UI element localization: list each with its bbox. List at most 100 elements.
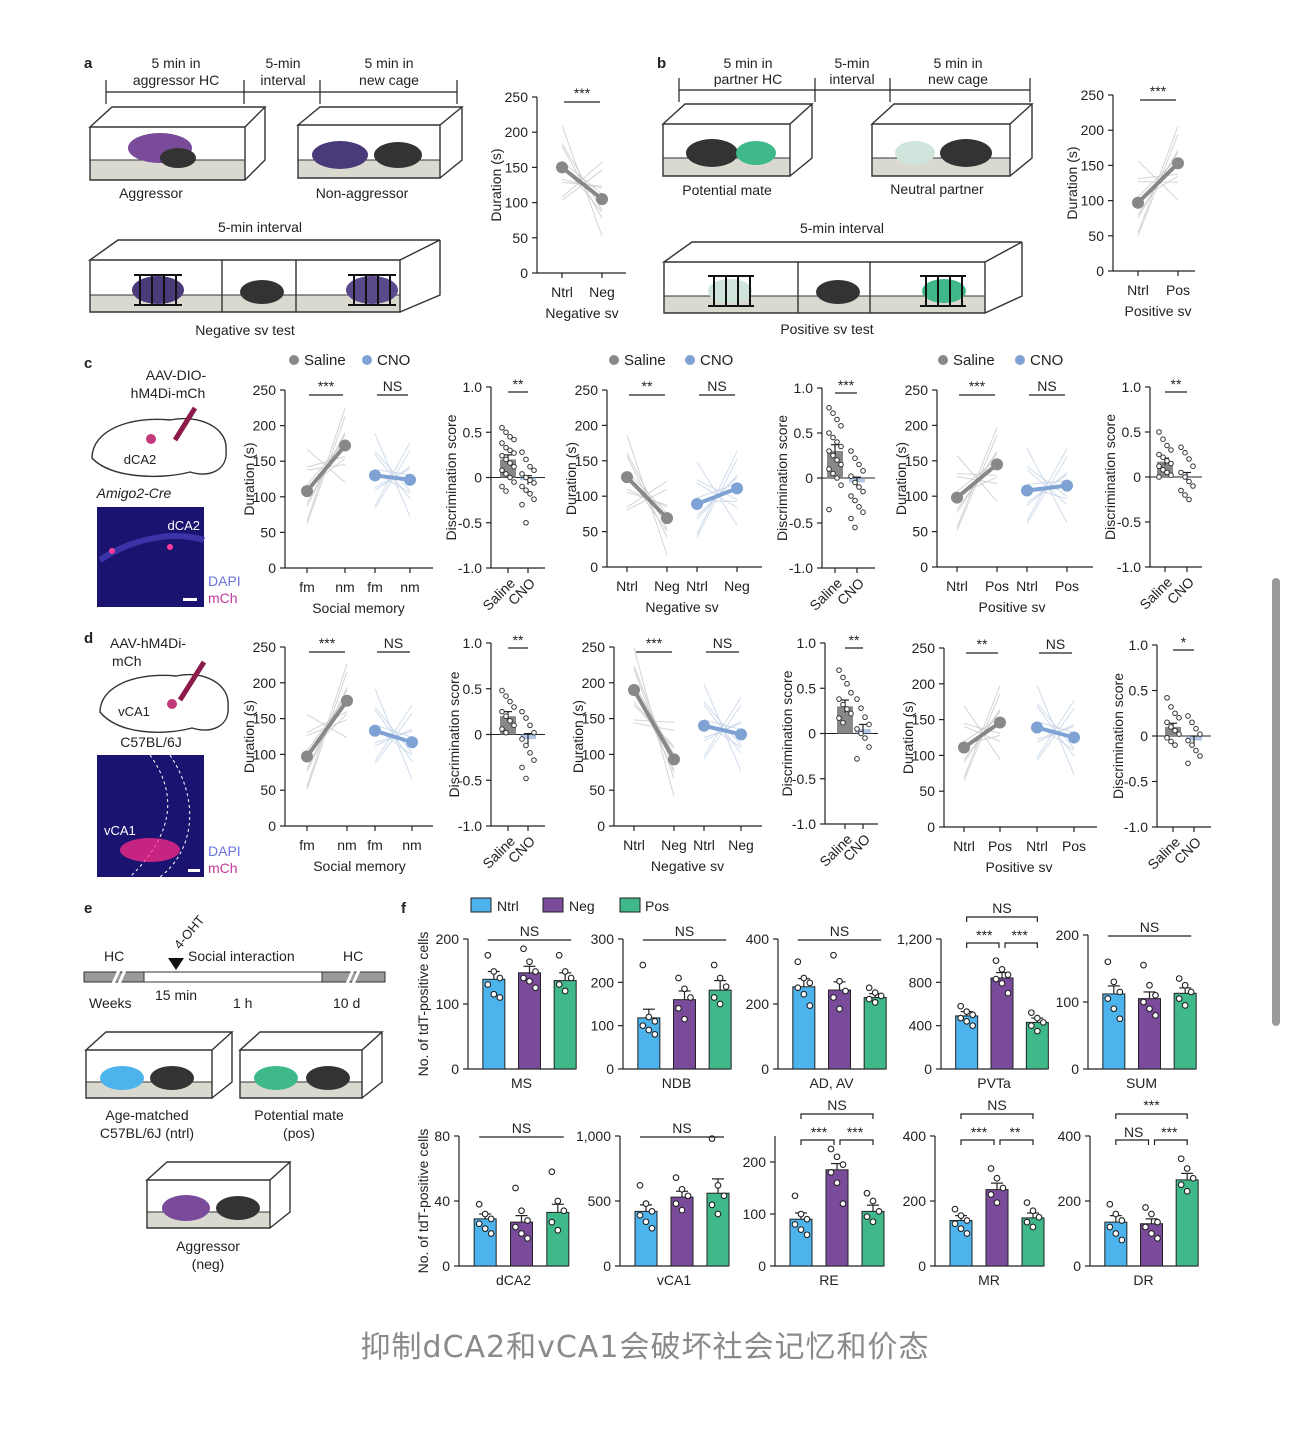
y-tick-label: 1.0 (1129, 637, 1149, 653)
y-tick-label: 200 (912, 676, 936, 692)
legend-label: CNO (700, 352, 733, 369)
series-line (962, 720, 1002, 750)
y-tick-label: 0 (474, 470, 482, 486)
individual-point (1106, 1223, 1114, 1231)
individual-trace (306, 440, 346, 486)
individual-point (969, 1011, 977, 1019)
individual-point (475, 1200, 483, 1208)
individual-point (1172, 727, 1178, 734)
individual-point (507, 698, 513, 705)
significance-bar (1153, 1139, 1188, 1145)
timeline-label: Weeks (89, 995, 132, 1011)
individual-point (642, 1218, 650, 1226)
region-label: NDB (662, 1075, 692, 1091)
test-label: Negative sv test (195, 322, 295, 338)
individual-point (875, 1208, 883, 1215)
individual-point (963, 1017, 971, 1025)
dapi-label: DAPI (208, 843, 241, 859)
mean-bar (827, 451, 843, 478)
individual-point (1197, 731, 1203, 737)
y-tick-label: 1.0 (797, 635, 817, 651)
series-line (1026, 483, 1068, 493)
y-tick-label: 300 (591, 931, 615, 947)
individual-trace (306, 695, 348, 751)
dapi-label: DAPI (208, 573, 241, 589)
individual-point (1152, 1012, 1159, 1019)
y-tick-label: 200 (746, 996, 770, 1012)
significance-label: NS (827, 1097, 846, 1113)
individual-trace (306, 456, 346, 468)
individual-point (1178, 444, 1184, 451)
individual-point (511, 704, 517, 710)
legend-swatch-ntrl (470, 897, 492, 913)
significance-label: *** (1011, 927, 1028, 943)
individual-point (998, 965, 1006, 973)
individual-point (526, 958, 533, 966)
individual-point (716, 1000, 724, 1008)
y-tick-label: 100 (1081, 193, 1105, 209)
x-tick-label: nm (400, 579, 419, 595)
y-tick-label: -0.5 (458, 515, 482, 531)
individual-point (527, 477, 533, 484)
y-tick-label: 50 (260, 524, 276, 540)
y-tick-label: 800 (909, 974, 933, 990)
y-tick-label: 0 (442, 1258, 450, 1274)
region-label: RE (819, 1272, 838, 1288)
individual-point (1190, 483, 1196, 489)
individual-point (957, 1014, 965, 1022)
significance-label: *** (574, 85, 591, 101)
individual-point (862, 714, 868, 721)
individual-point (648, 1224, 656, 1232)
legend-marker (289, 355, 299, 365)
individual-point (1156, 451, 1162, 458)
individual-point (957, 1002, 965, 1010)
significance-label: *** (971, 1124, 988, 1140)
y-tick-label: 150 (253, 453, 277, 469)
individual-trace (1026, 480, 1068, 486)
individual-point (523, 775, 529, 782)
individual-point (1160, 454, 1166, 461)
individual-point (531, 757, 537, 763)
individual-point (797, 1226, 805, 1233)
individual-point (957, 1225, 965, 1232)
legend-marker (1015, 355, 1025, 365)
legend-label: Saline (304, 352, 346, 369)
virus-label: AAV-DIO- (146, 367, 207, 383)
scrollbar[interactable] (1272, 578, 1280, 1026)
individual-trace (1026, 448, 1068, 521)
significance-label: *** (969, 378, 986, 394)
individual-point (1164, 458, 1170, 464)
cage-label: Age-matched (105, 1107, 188, 1123)
individual-point (848, 473, 854, 480)
individual-point (794, 958, 802, 966)
individual-point (1029, 1207, 1037, 1215)
data-point (1132, 196, 1144, 209)
legend-label: Ntrl (497, 898, 519, 914)
individual-point (838, 482, 844, 489)
individual-point (1181, 981, 1189, 989)
significance-label: *** (1150, 83, 1167, 99)
individual-point (499, 687, 505, 694)
x-tick-label: Pos (1055, 578, 1079, 594)
x-axis-label: Positive sv (986, 859, 1053, 875)
x-tick-label: fm (299, 837, 315, 853)
individual-point (848, 710, 854, 717)
y-tick-label: 100 (253, 746, 277, 762)
timeline-label: interval (260, 72, 305, 88)
individual-point (987, 1191, 995, 1198)
individual-point (951, 1205, 959, 1213)
y-tick-label: 40 (434, 1193, 450, 1209)
individual-point (511, 479, 517, 485)
virus-label: AAV-hM4Di- (110, 635, 186, 651)
timeline-label: HC (104, 948, 124, 964)
individual-point (869, 1218, 877, 1226)
significance-bar (800, 1139, 835, 1145)
individual-point (826, 506, 832, 513)
data-point (301, 485, 313, 498)
data-point (1061, 479, 1073, 492)
y-tick-label: -1.0 (1117, 559, 1141, 575)
mch-label: mCh (208, 590, 238, 606)
y-tick-label: 1.0 (1122, 379, 1142, 395)
region-label: PVTa (977, 1075, 1011, 1091)
individual-point (999, 1184, 1007, 1192)
